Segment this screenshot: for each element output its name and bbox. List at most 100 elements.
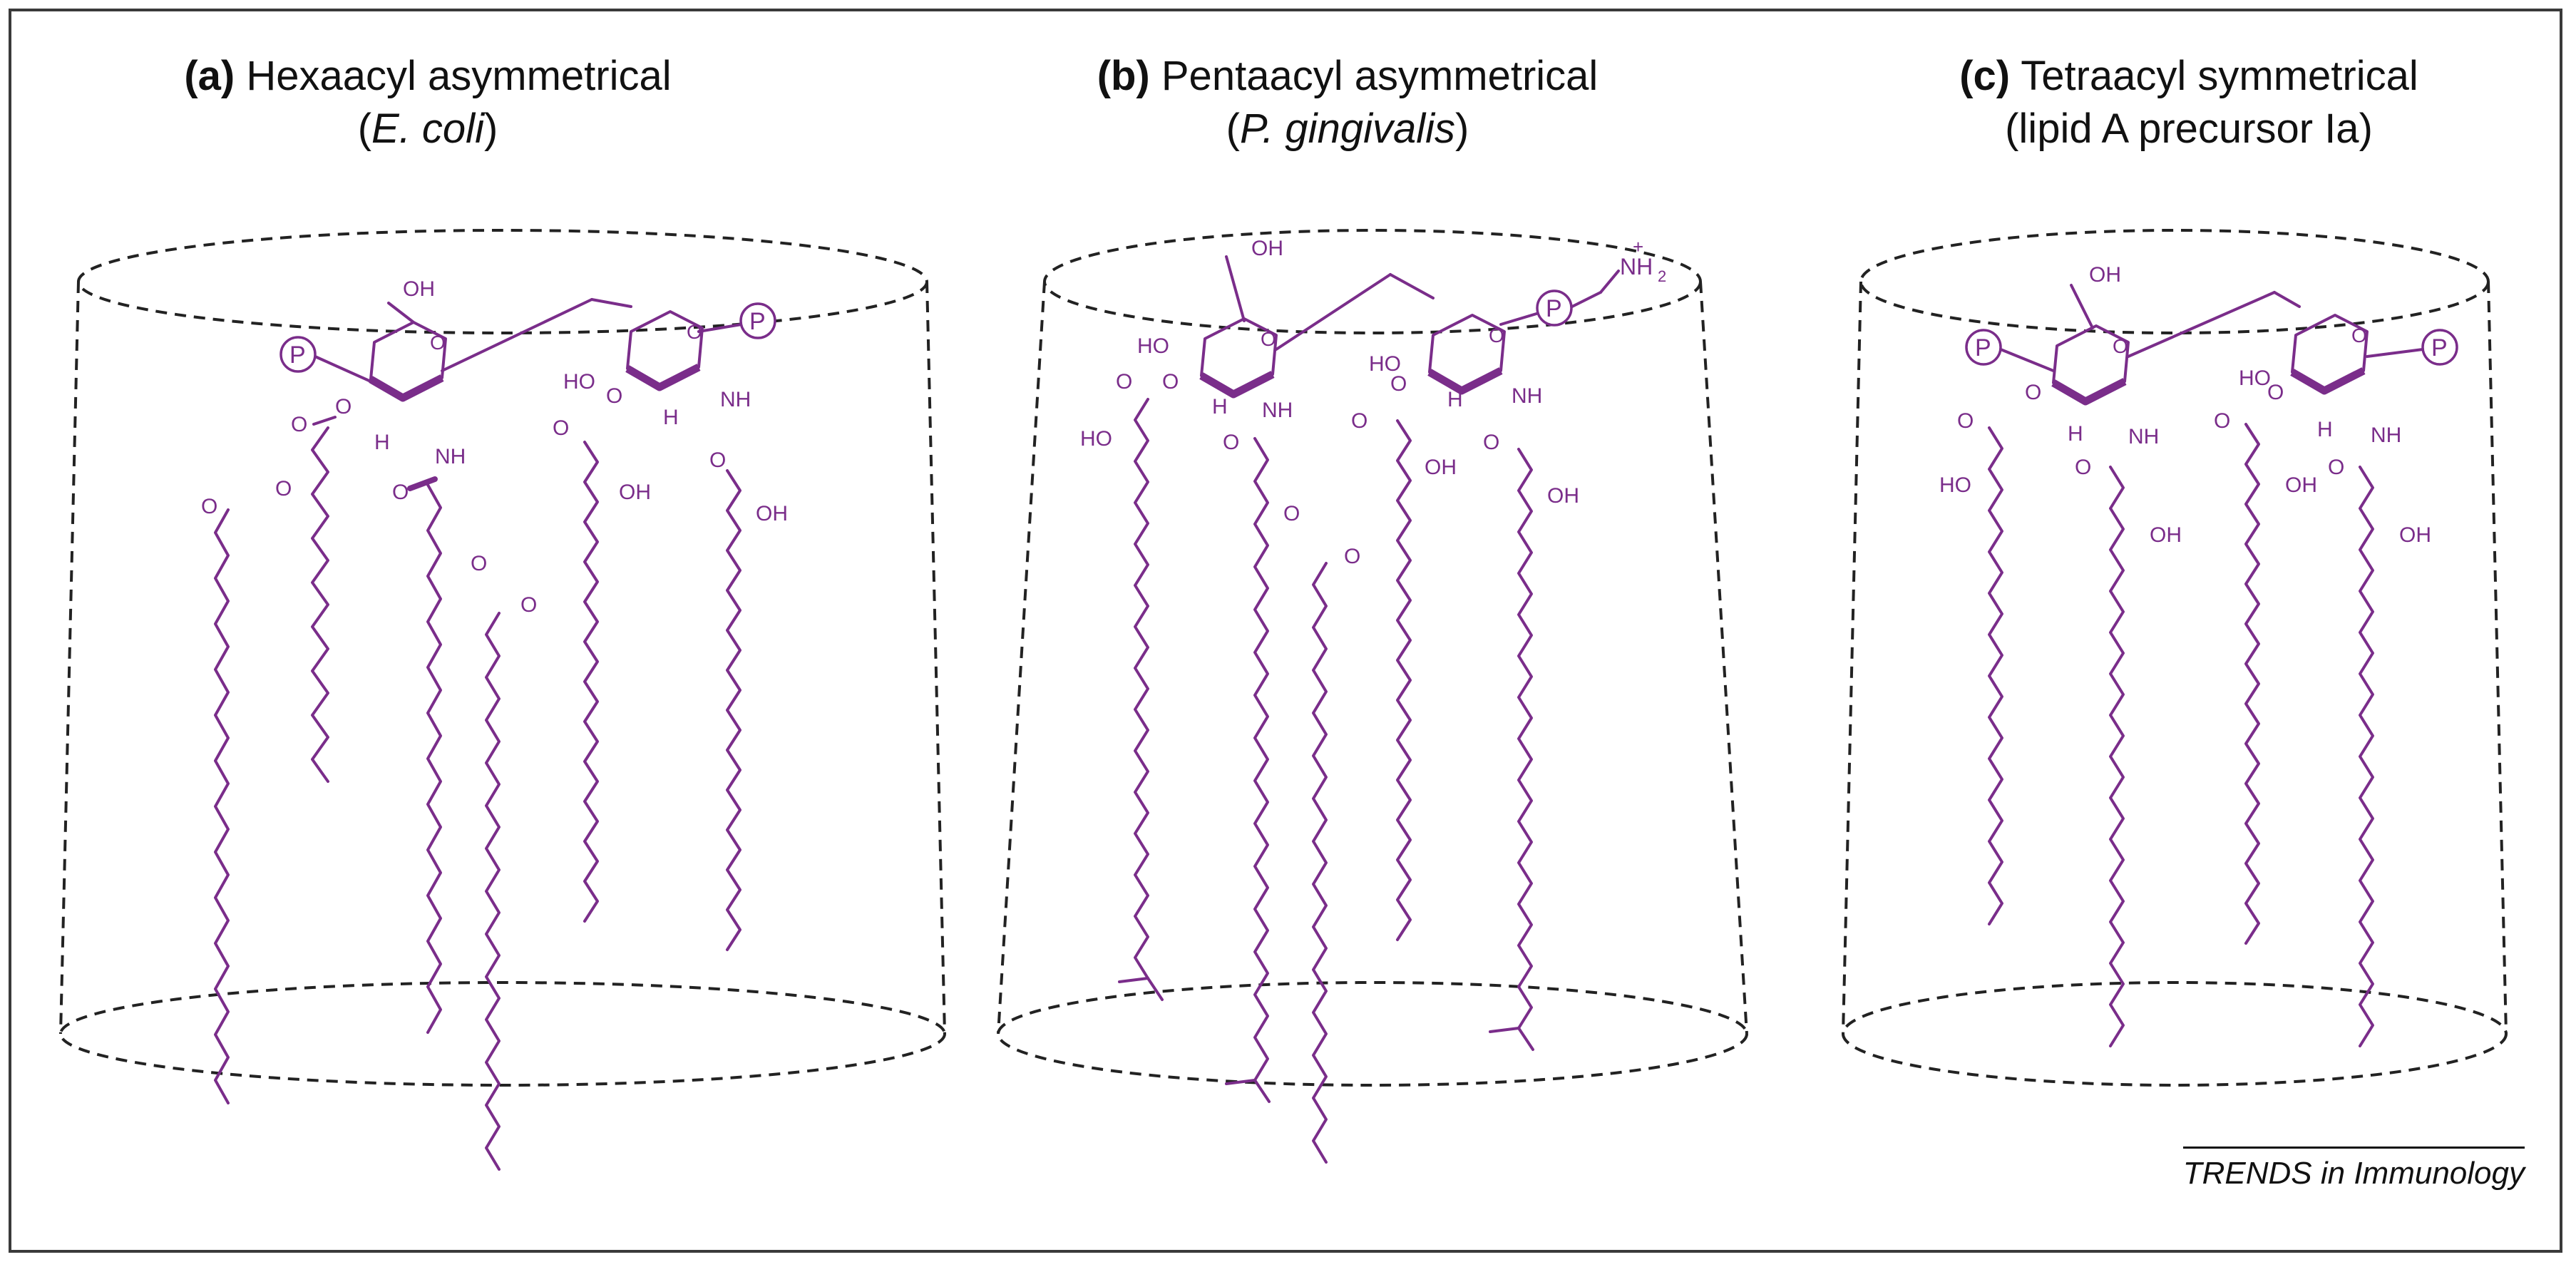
panel-b-subtitle-open: ( [1226, 106, 1240, 152]
panel-a-p-bond-2 [697, 323, 743, 333]
panel-a-chain-5 [583, 441, 599, 923]
panel-c-oh-label: OH [2089, 263, 2121, 287]
panel-c-subtitle: (lipid A precursor Ia) [1868, 103, 2510, 155]
panel-b-oh-3: OH [1547, 484, 1579, 508]
panel-b-ho-2: HO [1369, 352, 1401, 376]
cone-b-right-edge [1699, 281, 1748, 1035]
panel-b-phosphate: P [1546, 295, 1562, 322]
panel-b-nh2-label: NH [1620, 254, 1653, 279]
panel-c-nh-2: NH [2371, 424, 2401, 447]
panel-c-p-bond-2 [2366, 348, 2424, 358]
panel-a-ester-o-2: O [606, 384, 622, 408]
cone-c-left-edge [1842, 281, 1862, 1035]
panel-c-oh-3: OH [2285, 473, 2317, 497]
panel-c-ch2oh-bond [2070, 284, 2094, 329]
cone-a-bottom [59, 981, 946, 1087]
panel-b-carbonyl-o-5: O [1483, 431, 1499, 454]
panel-b-label: (b) [1097, 53, 1150, 99]
panel-b-chain-4 [1396, 419, 1412, 941]
panel-a-sugar-1-front-edge [369, 374, 444, 402]
panel-a-carbonyl-o-5: O [553, 416, 569, 440]
panel-b-oh-label: OH [1251, 237, 1283, 260]
panel-c-p-bond-1 [1999, 348, 2055, 372]
panel-b-sugar-1-front-edge [1199, 371, 1275, 399]
panel-b-title: (b) Pentaacyl asymmetrical (P. gingivali… [1027, 50, 1668, 155]
panel-c-title: (c) Tetraacyl symmetrical (lipid A precu… [1868, 50, 2510, 155]
cone-c-bottom [1842, 981, 2508, 1087]
panel-c-chain-3 [2244, 423, 2260, 945]
panel-a-subtitle-open: ( [357, 106, 372, 152]
panel-b-carbonyl-o-3: O [1344, 545, 1360, 568]
panel-a-ester-o-1: O [335, 395, 351, 419]
panel-a-carbonyl-o-6: O [709, 448, 726, 472]
panel-a-chain-4 [485, 612, 501, 1171]
panel-a-phosphate-2: P [749, 308, 766, 335]
panel-c-phosphate-1-circle [1965, 329, 2002, 366]
panel-c-carbonyl-o-1: O [1957, 409, 1974, 433]
panel-a-carbonyl-o-4: O [520, 593, 537, 617]
panel-c-glycosidic-bond [2127, 291, 2276, 358]
panel-b-nh-2: NH [1512, 384, 1542, 408]
figure-frame [9, 9, 2562, 1253]
ring-oxygen-label: O [2351, 324, 2367, 347]
panel-b-glycosidic-bond-2 [1389, 273, 1435, 299]
panel-a-ch2oh-bond [387, 302, 415, 324]
panel-b-ch2oh-bond [1225, 255, 1246, 322]
panel-b-glycosidic-bond [1275, 273, 1392, 351]
panel-b-ester-o-2: O [1390, 372, 1407, 396]
panel-c-carbonyl-o-3: O [2214, 409, 2230, 433]
panel-a-glycosidic-bond-2 [590, 298, 632, 308]
panel-c-h-1: H [2068, 422, 2083, 446]
panel-a-phosphate-1: P [289, 342, 306, 369]
panel-a-phosphate-2-circle [739, 302, 776, 339]
panel-b-nh2-sub: 2 [1658, 267, 1666, 285]
panel-b-subtitle: (P. gingivalis) [1027, 103, 1668, 155]
panel-a-oh-2: OH [619, 481, 651, 504]
panel-a-organism: E. coli [371, 106, 484, 152]
panel-a-chain-6 [726, 469, 742, 951]
panel-b-ho-3: HO [1080, 427, 1112, 451]
panel-c-h-2: H [2317, 418, 2333, 441]
cone-b-bottom [997, 981, 1748, 1087]
panel-a-h-1: H [374, 431, 390, 454]
panel-b-carbonyl-o: O [1116, 370, 1132, 394]
panel-c-label: (c) [1959, 53, 2011, 99]
panel-b-p-bond [1499, 312, 1538, 326]
panel-b-sugar-2-front-edge [1427, 367, 1503, 395]
panel-c-carbonyl-o-2: O [2075, 456, 2091, 479]
panel-a-h-2: H [663, 406, 679, 429]
sugar-rings [279, 289, 2458, 406]
cone-a-top [77, 229, 928, 334]
panel-a-chain-1 [311, 426, 329, 783]
ring-oxygen-label: O [1489, 324, 1504, 347]
panel-b-ester-o-1: O [1162, 370, 1179, 394]
panel-b-h-1: H [1212, 395, 1228, 419]
panel-a-oh-3: OH [756, 502, 788, 525]
panel-b-organism: P. gingivalis [1239, 106, 1455, 152]
panel-a-ho-label: HO [563, 370, 595, 394]
panel-a-heading: Hexaacyl asymmetrical [246, 53, 672, 99]
panel-a-ester-bond [312, 416, 337, 426]
panel-b-charge: + [1633, 236, 1643, 257]
panel-b-ethanolamine-2 [1599, 270, 1620, 294]
cone-c-right-edge [2487, 281, 2508, 1035]
panel-b-ethanolamine [1571, 291, 1602, 308]
panel-a-subtitle-close: ) [483, 106, 498, 152]
journal-credit: TRENDS in Immunology [2182, 1147, 2525, 1191]
panel-b-iso-2b [1253, 1079, 1271, 1103]
panel-a-nh-2: NH [720, 388, 751, 411]
ring-oxygen-label: O [1261, 328, 1276, 350]
panel-a-carbonyl-o: O [291, 413, 307, 436]
cone-b-left-edge [997, 281, 1046, 1035]
ring-oxygen-label: O [430, 332, 446, 354]
cone-a-left-edge [59, 281, 80, 1035]
panel-c-subtitle-close: (lipid A precursor Ia) [2005, 106, 2373, 152]
panel-b-carbonyl-o-4: O [1351, 409, 1367, 433]
panel-c-chain-1 [1988, 426, 2003, 925]
panel-c-phosphate-2-circle [2421, 329, 2458, 366]
panel-a-p-bond-1 [314, 355, 372, 383]
panel-a-title: (a) Hexaacyl asymmetrical (E. coli) [107, 50, 749, 155]
panel-b-ho-1: HO [1137, 334, 1169, 358]
panel-b-phosphate-circle [1536, 289, 1573, 327]
